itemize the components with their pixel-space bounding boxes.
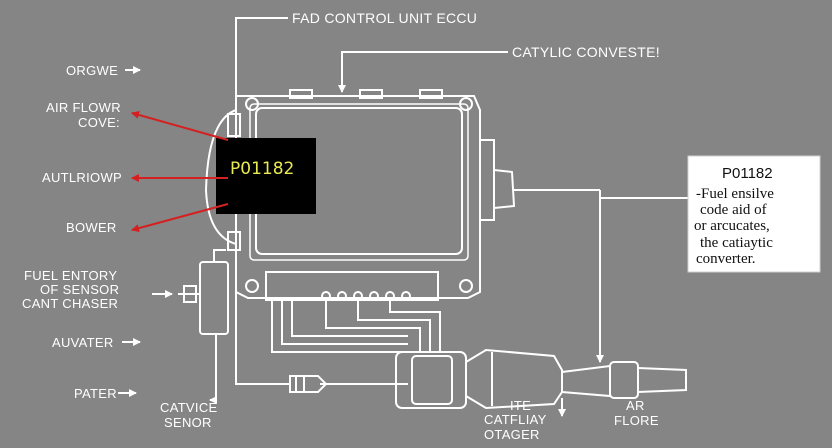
labels: FAD CONTROL UNIT ECCU CATYLIC CONVESTE! … bbox=[22, 10, 660, 442]
ecu-right-port bbox=[493, 169, 516, 209]
info-box-title: P01182 bbox=[722, 165, 773, 182]
label-air-flow-1: AIR FLOWR bbox=[46, 100, 121, 115]
red-arrows bbox=[131, 111, 229, 233]
wire-7 bbox=[235, 244, 290, 385]
label-pater: PATER bbox=[74, 386, 117, 401]
label-air-flore-1: AR bbox=[626, 398, 645, 413]
label-air-flore-2: FLORE bbox=[614, 413, 659, 428]
ecu-tab-top-2 bbox=[359, 89, 383, 99]
label-fuel-3: CANT CHASER bbox=[22, 296, 118, 311]
info-box-line-3: or arcucates, bbox=[694, 218, 770, 234]
ecu-right-flange bbox=[480, 139, 495, 221]
wire-4 bbox=[325, 300, 421, 352]
title-leader bbox=[235, 17, 288, 100]
ecu-tab-top-1 bbox=[289, 89, 313, 99]
info-box-line-4: the catiaytic bbox=[700, 235, 773, 251]
red-arrow-air-flow bbox=[131, 111, 229, 141]
ecu-left-plug-1 bbox=[227, 113, 241, 137]
ecu-outer-case bbox=[235, 95, 481, 299]
wiring-harness bbox=[209, 17, 604, 404]
label-ite-3: OTAGER bbox=[484, 427, 540, 442]
info-box-line-1: -Fuel ensilve bbox=[696, 186, 774, 202]
ecu-screw-br bbox=[459, 279, 473, 293]
label-bower: BOWER bbox=[66, 220, 117, 235]
label-catvice-1: CATVICE bbox=[160, 400, 218, 415]
label-fuel-1: FUEL ENTORY bbox=[24, 268, 117, 283]
ecu-screw-bl bbox=[245, 279, 259, 293]
ecu-screw-tl bbox=[245, 97, 259, 111]
wire-9 bbox=[209, 334, 217, 404]
ecu-screw-tr bbox=[459, 97, 473, 111]
label-auvater: AUVATER bbox=[52, 335, 114, 350]
label-air-flow-2: COVE: bbox=[78, 115, 120, 130]
label-ite-1: ITE bbox=[510, 398, 531, 413]
label-title-top: FAD CONTROL UNIT ECCU bbox=[292, 10, 477, 26]
wire-1 bbox=[271, 298, 408, 353]
label-autlriowp: AUTLRIOWP bbox=[42, 170, 122, 185]
info-box-line-5: converter. bbox=[696, 251, 756, 267]
label-ite-2: CATFLIAY bbox=[484, 412, 547, 427]
catvice-sensor-component bbox=[289, 375, 328, 393]
ecu-left-plug-2 bbox=[227, 231, 241, 251]
info-box-line-2: code aid of bbox=[700, 202, 767, 218]
red-arrow-bower bbox=[131, 203, 229, 233]
code-display-text: P01182 bbox=[230, 159, 294, 179]
label-catvice-2: SENOR bbox=[164, 415, 212, 430]
top-right-leader bbox=[338, 51, 508, 93]
label-orgwe: ORGWE bbox=[66, 63, 118, 78]
white-arrows bbox=[118, 66, 690, 417]
wire-6 bbox=[389, 300, 441, 352]
code-display-background bbox=[216, 138, 316, 214]
ecu-pin-2 bbox=[337, 291, 347, 301]
label-top-right: CATYLIC CONVESTE! bbox=[512, 44, 660, 60]
info-box: P01182 -Fuel ensilve code aid of or arcu… bbox=[687, 155, 821, 273]
ecu-bottom-connector bbox=[265, 271, 439, 301]
fuel-sensor-component bbox=[178, 261, 229, 335]
wire-8 bbox=[213, 249, 226, 262]
wire-3 bbox=[291, 298, 408, 337]
code-display: P01182 bbox=[216, 138, 316, 214]
ecu-pin-4 bbox=[369, 291, 379, 301]
ecu-tab-top-3 bbox=[419, 89, 443, 99]
ecu-left-flange bbox=[204, 109, 237, 245]
ecu-pin-6 bbox=[401, 291, 411, 301]
wire-2 bbox=[281, 298, 408, 345]
info-box-background bbox=[687, 155, 821, 273]
wire-5 bbox=[357, 300, 431, 352]
label-fuel-2: OF SENSOR bbox=[40, 282, 119, 297]
catalytic-converter-assembly bbox=[395, 348, 687, 410]
